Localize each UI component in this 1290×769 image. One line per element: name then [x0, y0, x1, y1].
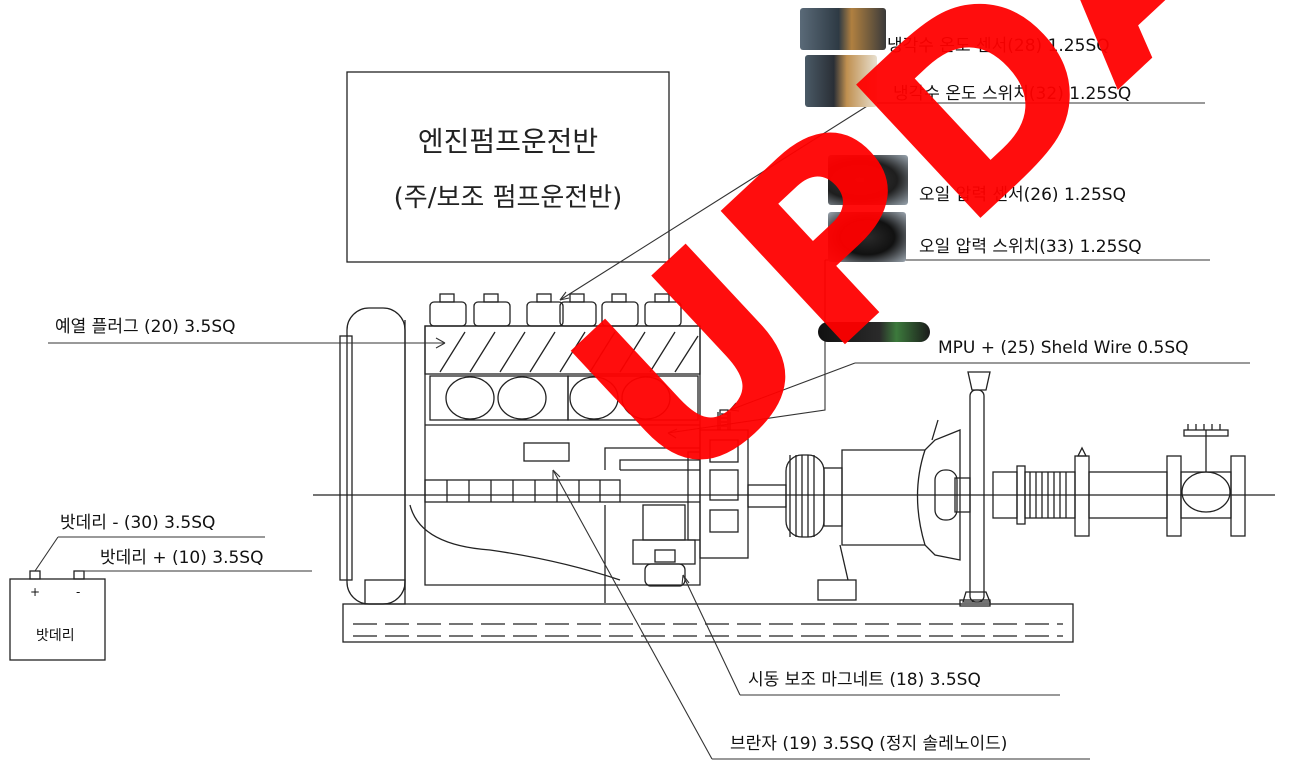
cylinder-ports: [429, 375, 699, 421]
flywheel-housing: [346, 307, 406, 605]
battery-label: 밧데리: [36, 628, 75, 644]
battery-plus-sign: +: [30, 585, 41, 599]
stop-solenoid-box: [523, 442, 570, 462]
start-magnet-label: 시동 보조 마그네트 (18) 3.5SQ: [748, 670, 981, 690]
coolant-switch-photo-icon: [805, 55, 877, 107]
oil-pressure-switch-label: 오일 압력 스위치(33) 1.25SQ: [919, 237, 1142, 257]
head-hatching: [439, 331, 699, 373]
base-frame: [342, 603, 1074, 643]
oil-pressure-sensor-label: 오일 압력 센서(26) 1.25SQ: [919, 185, 1126, 205]
mpu-thread: [719, 409, 729, 430]
volute-flange: [969, 389, 985, 603]
pump-body: [841, 429, 961, 561]
discharge-piping: [992, 424, 1246, 537]
panel-subtitle: (주/보조 펌프운전반): [393, 183, 623, 213]
battery-negative-label: 밧데리 - (30) 3.5SQ: [60, 513, 216, 533]
leader-lines: [34, 102, 1250, 760]
battery-box: [9, 578, 106, 661]
panel-title: 엔진펌프운전반: [417, 125, 599, 158]
battery-minus-sign: -: [76, 585, 81, 599]
gallery-row: [424, 469, 700, 503]
oil-sensor-photo-icon: [828, 155, 908, 205]
glow-plug-label: 예열 플러그 (20) 3.5SQ: [55, 317, 236, 337]
start-magnet: [632, 504, 696, 587]
coolant-temp-sensor-label: 냉각수 온도 센서(28) 1.25SQ: [887, 36, 1110, 56]
oil-switch-photo-icon: [828, 212, 906, 262]
stop-solenoid-label: 브란자 (19) 3.5SQ (정지 솔레노이드): [730, 734, 1008, 754]
mpu-sensor-photo-icon: [818, 322, 930, 342]
coolant-temp-switch-label: 냉각수 온도 스위치(32) 1.25SQ: [893, 84, 1132, 104]
coolant-sensor-photo-icon: [800, 8, 886, 50]
battery-positive-label: 밧데리 + (10) 3.5SQ: [100, 548, 264, 568]
mpu-label: MPU + (25) Sheld Wire 0.5SQ: [938, 338, 1189, 358]
control-panel-box: [346, 71, 670, 263]
cylinder-caps: [429, 293, 682, 327]
